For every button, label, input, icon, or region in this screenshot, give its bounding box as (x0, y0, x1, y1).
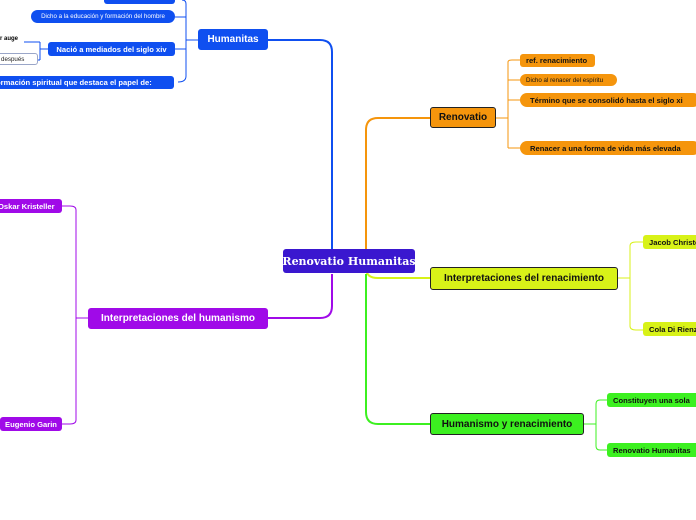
humanitas-subitem-despues[interactable]: después (0, 53, 38, 65)
humanitas-item-educacion[interactable]: Dicho a la educación y formación del hom… (31, 10, 175, 23)
connector-humanitas (268, 39, 333, 250)
connector-renovatio-children (496, 59, 520, 149)
branch-interpretaciones-renacimiento[interactable]: Interpretaciones del renacimiento (430, 267, 618, 290)
renovatio-item-vida-elevada[interactable]: Renacer a una forma de vida más elevada (520, 141, 696, 155)
renovatio-item-siglo-xi[interactable]: Término que se consolidó hasta el siglo … (520, 93, 696, 107)
branch-humanitas[interactable]: Humanitas (198, 29, 268, 50)
connector-humanismo-renacimiento (365, 274, 430, 425)
humanitas-item-siglo-xiv[interactable]: Nació a mediados del siglo xiv (48, 42, 175, 56)
humanitas-item-formacion[interactable]: ormación spiritual que destaca el papel … (0, 76, 174, 89)
connector-humanismo-renacimiento-children (584, 399, 608, 451)
renacimiento-item-jacob[interactable]: Jacob Christo (643, 235, 696, 249)
connector-renovatio (365, 117, 430, 250)
renovatio-item-renacer-espiritu[interactable]: Dicho al renacer del espíritu (520, 74, 617, 86)
connector-humanitas-subchildren (24, 41, 48, 61)
renovatio-item-ref[interactable]: ref. renacimiento (520, 54, 595, 67)
humanismo-renacimiento-item-renovatio[interactable]: Renovatio Humanitas (607, 443, 696, 457)
central-topic[interactable]: Renovatio Humanitas (283, 249, 415, 273)
humanismo-item-kristeller[interactable]: Oskar Kristeller (0, 199, 62, 213)
connector-renacimiento-children (618, 241, 644, 331)
connector-humanismo-children (62, 205, 88, 425)
branch-humanismo-renacimiento[interactable]: Humanismo y renacimiento (430, 413, 584, 435)
humanitas-subitem-auge[interactable]: r auge (0, 36, 19, 42)
connector-humanitas-children (175, 0, 198, 83)
connector-humanismo (268, 274, 333, 319)
branch-renovatio[interactable]: Renovatio (430, 107, 496, 128)
humanismo-item-garin[interactable]: Eugenio Garin (0, 417, 62, 431)
humanitas-item-top[interactable] (104, 0, 175, 4)
renacimiento-item-cola[interactable]: Cola Di Rienz (643, 322, 696, 336)
humanismo-renacimiento-item-constituyen[interactable]: Constituyen una sola (607, 393, 696, 407)
branch-interpretaciones-humanismo[interactable]: Interpretaciones del humanismo (88, 308, 268, 329)
